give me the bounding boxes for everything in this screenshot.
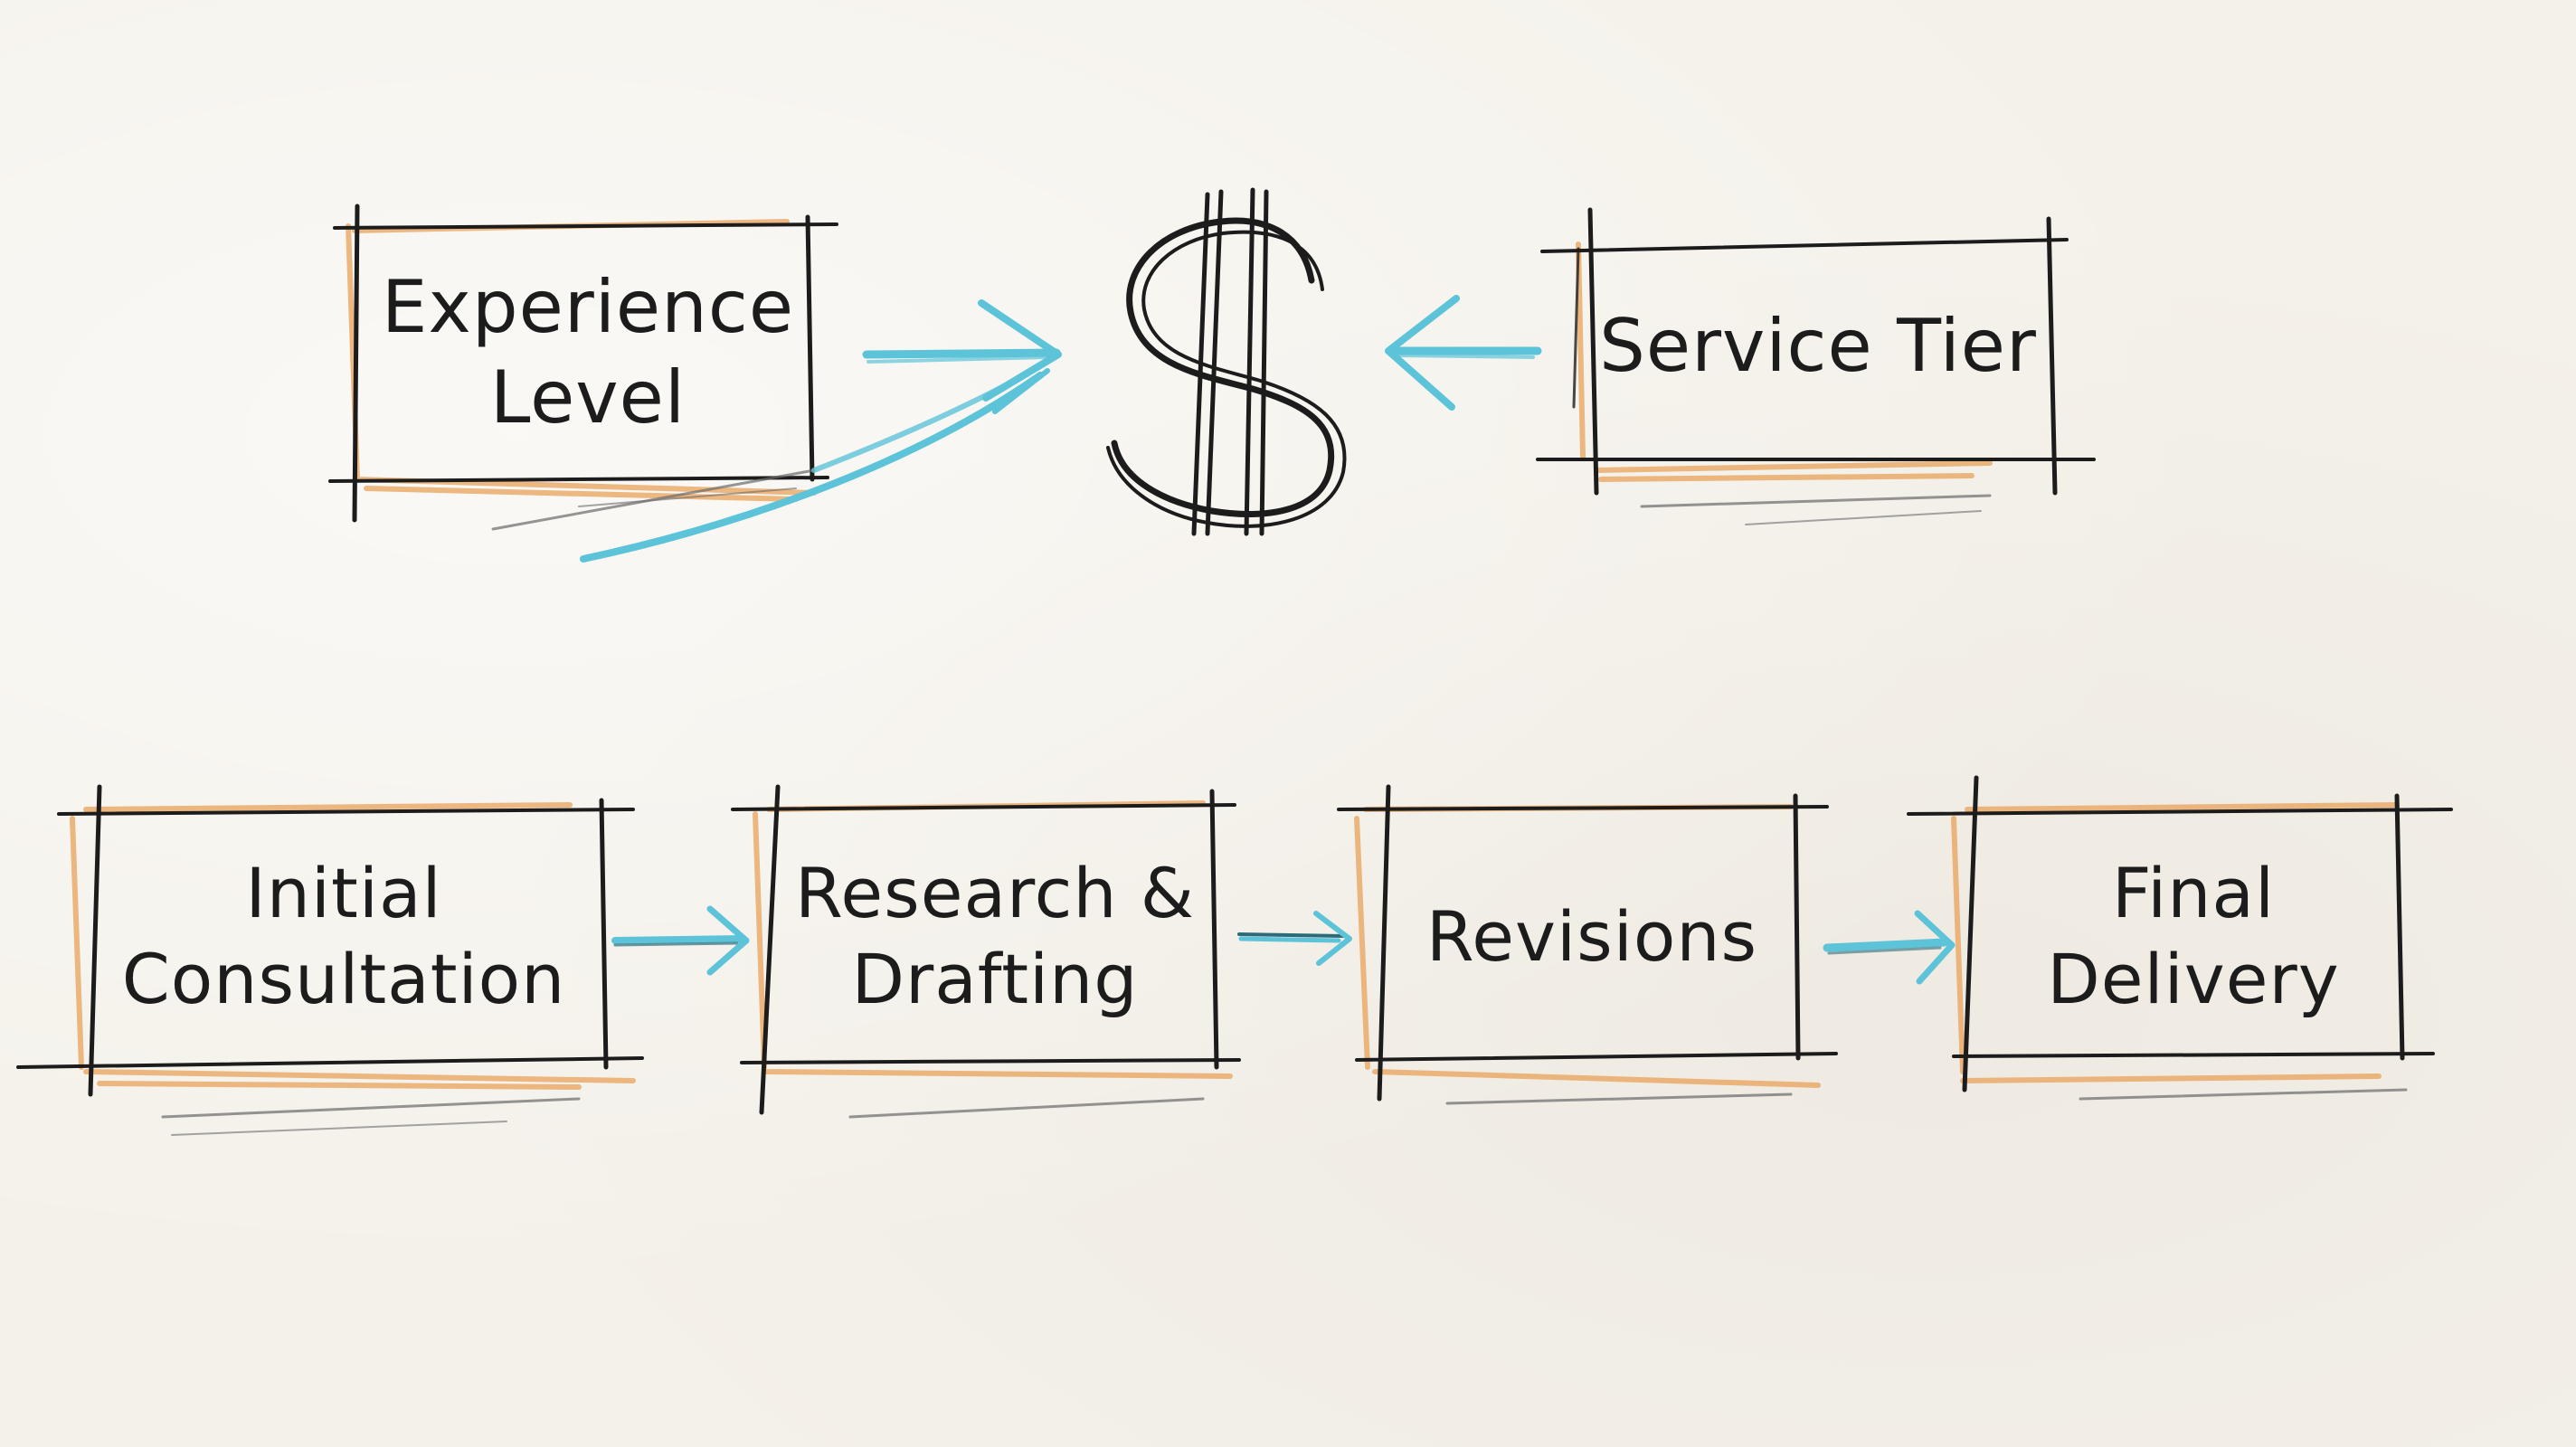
arrow-experience-to-price [580, 299, 1062, 563]
arrow-research-to-revisions [1237, 911, 1352, 966]
initial-consultation-box [16, 784, 644, 1136]
initial-consultation-line-1: Initial [245, 853, 442, 933]
research-drafting-line-1: Research & [794, 853, 1196, 933]
revisions-label: Revisions [1366, 805, 1818, 1067]
arrow-initial-to-research [611, 905, 750, 976]
revisions-box [1337, 784, 1838, 1105]
final-delivery-box [1907, 775, 2453, 1101]
research-drafting-label: Research & Drafting [760, 805, 1230, 1067]
dollar-sign-icon [1106, 187, 1347, 536]
arrow-tier-to-price [1385, 295, 1542, 411]
research-drafting-box [731, 784, 1241, 1119]
arrow-revisions-to-final [1823, 910, 1956, 985]
experience-level-box [328, 203, 838, 531]
final-delivery-label: Final Delivery [1963, 805, 2424, 1067]
revisions-line-1: Revisions [1425, 895, 1758, 977]
service-tier-box [1536, 207, 2096, 525]
initial-consultation-label: Initial Consultation [81, 805, 606, 1067]
experience-level-line-2: Level [489, 355, 687, 440]
final-delivery-line-1: Final [2111, 853, 2276, 933]
service-tier-line-1: Service Tier [1599, 303, 2037, 388]
research-drafting-line-2: Drafting [851, 939, 1139, 1019]
service-tier-label: Service Tier [1592, 240, 2044, 452]
initial-consultation-line-2: Consultation [121, 939, 566, 1019]
experience-level-label: Experience Level [362, 231, 814, 475]
final-delivery-line-2: Delivery [2047, 939, 2340, 1019]
experience-level-line-1: Experience [381, 265, 795, 349]
